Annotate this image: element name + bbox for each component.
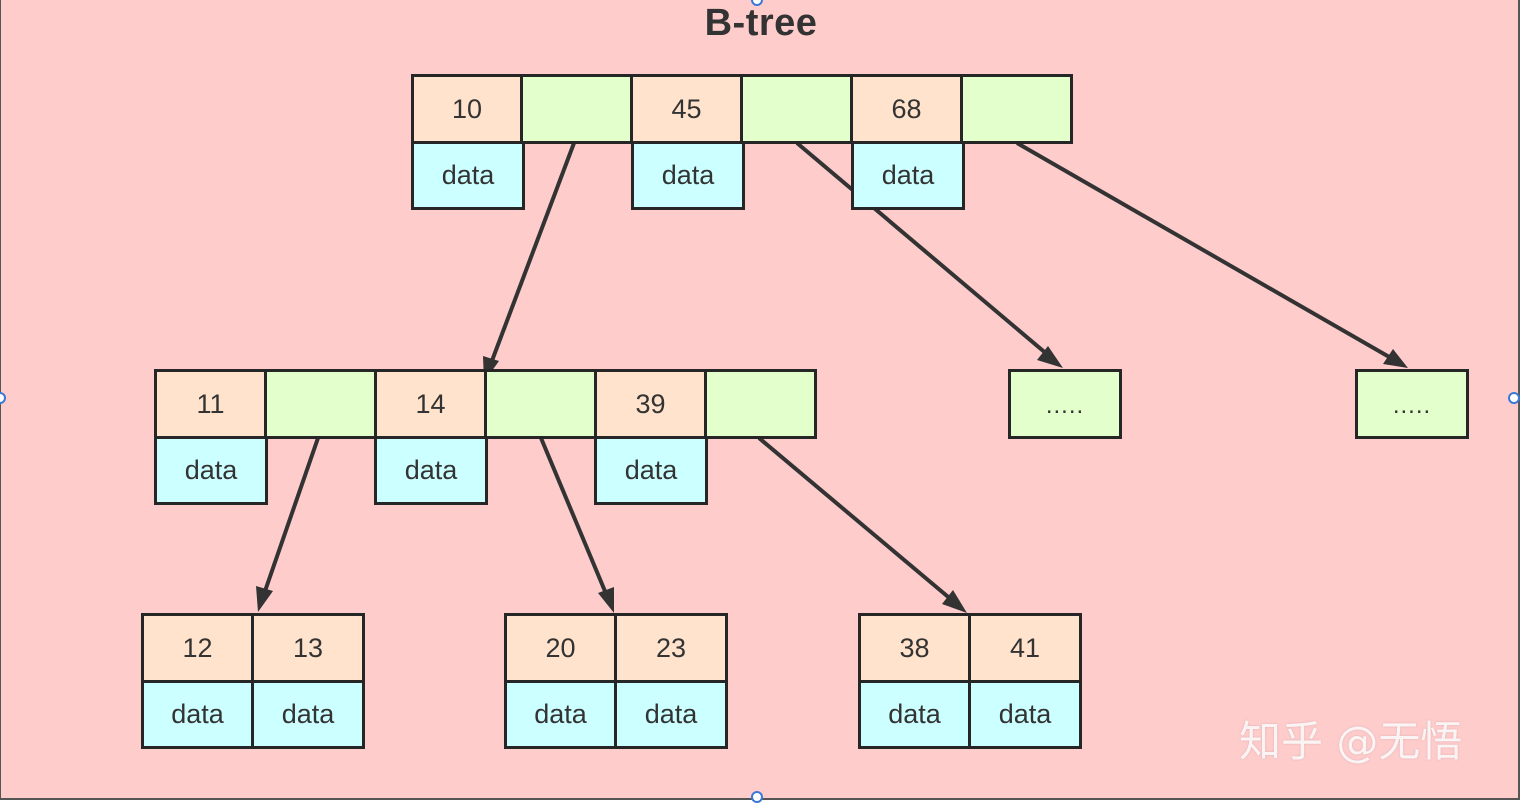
leaf-data-cell: data: [858, 680, 971, 749]
root-key-cell: 10: [411, 74, 523, 144]
level2-key-cell: 39: [594, 369, 707, 439]
edge-left-to-leaf2: [539, 437, 609, 597]
leaf-data-cell: data: [614, 680, 728, 749]
edge-root-to-left: [488, 142, 576, 367]
resize-handle-bottom[interactable]: [751, 791, 763, 803]
leaf-key-cell: 12: [141, 613, 254, 683]
resize-handle-left[interactable]: [0, 392, 6, 404]
root-pointer-cell: [960, 74, 1073, 144]
edge-root-to-middle: [795, 141, 1050, 357]
level2-pointer-cell: [484, 369, 597, 439]
arrowhead-left-to-leaf3: [942, 590, 967, 613]
collapsed-node-right: .....: [1355, 369, 1469, 439]
level2-key-cell: 11: [154, 369, 267, 439]
diagram-title: B-tree: [704, 2, 818, 44]
root-data-cell: data: [411, 141, 525, 210]
leaf-data-cell: data: [504, 680, 617, 749]
arrowhead-root-to-right: [1383, 349, 1408, 368]
edge-root-to-right: [1016, 141, 1392, 360]
leaf-key-cell: 13: [251, 613, 365, 683]
level2-data-cell: data: [154, 436, 268, 505]
resize-handle-top[interactable]: [751, 0, 763, 6]
leaf-key-cell: 23: [614, 613, 728, 683]
root-pointer-cell: [740, 74, 853, 144]
leaf-data-cell: data: [251, 680, 365, 749]
leaf-data-cell: data: [141, 680, 254, 749]
leaf-key-cell: 38: [858, 613, 971, 683]
root-key-cell: 68: [850, 74, 963, 144]
leaf-key-cell: 41: [968, 613, 1082, 683]
root-data-cell: data: [631, 141, 745, 210]
level2-data-cell: data: [594, 436, 708, 505]
root-key-cell: 45: [630, 74, 743, 144]
level2-key-cell: 14: [374, 369, 487, 439]
arrowhead-left-to-leaf2: [598, 587, 614, 613]
level2-data-cell: data: [374, 436, 488, 505]
arrowhead-root-to-middle: [1037, 346, 1063, 368]
edge-left-to-leaf3: [757, 436, 955, 603]
leaf-data-cell: data: [968, 680, 1082, 749]
resize-handle-right[interactable]: [1508, 392, 1520, 404]
root-data-cell: data: [851, 141, 965, 210]
watermark-text: 知乎 @无悟: [1239, 717, 1463, 766]
arrowhead-left-to-leaf1: [256, 586, 273, 612]
leaf-key-cell: 20: [504, 613, 617, 683]
collapsed-node-middle: .....: [1008, 369, 1122, 439]
root-pointer-cell: [520, 74, 633, 144]
level2-pointer-cell: [264, 369, 377, 439]
edge-left-to-leaf1: [262, 437, 320, 595]
level2-pointer-cell: [704, 369, 817, 439]
